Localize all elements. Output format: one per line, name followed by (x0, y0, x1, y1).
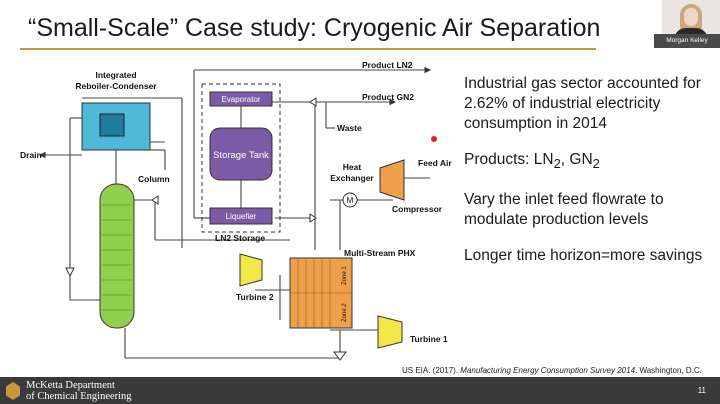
product-ln2-label: Product LN2 (362, 60, 413, 70)
column-label: Column (138, 174, 170, 184)
citation: US EIA. (2017). Manufacturing Energy Con… (402, 366, 702, 375)
page-number: 11 (697, 386, 706, 395)
drain-label: Drain (20, 150, 42, 160)
title-divider (20, 48, 596, 50)
reboiler-inner-block (99, 113, 125, 137)
zone-2-label: Zone 2 (342, 303, 348, 322)
evaporator-label: Evaporator (221, 95, 260, 104)
reboiler-label-2: Reboiler-Condenser (75, 81, 157, 91)
product-gn2-label: Product GN2 (362, 92, 414, 102)
zone-1-label: Zone 1 (342, 266, 348, 285)
bullet-time-horizon: Longer time horizon=more savings (464, 247, 703, 265)
footer-bar (0, 377, 720, 404)
heat-exchanger-label-2: Exchanger (330, 173, 374, 183)
turbine-1-label: Turbine 1 (410, 334, 448, 344)
bullet-feed-flowrate: Vary the inlet feed flowrate to modulate… (464, 191, 664, 229)
valve-liquefier (309, 213, 317, 223)
liquefier-label: Liquefier (226, 212, 257, 221)
turbine-2 (239, 253, 263, 287)
department-line-1: McKetta Department (26, 380, 115, 391)
citation-title: Manufacturing Energy Consumption Survey … (460, 366, 636, 375)
bullet-list: Industrial gas sector accounted for 2.62… (464, 74, 704, 282)
valve-left-loop (65, 267, 75, 278)
laser-pointer (431, 136, 437, 142)
feed-air-label: Feed Air (418, 158, 452, 168)
valve-product (309, 97, 317, 107)
citation-prefix: US EIA. (2017). (402, 366, 461, 375)
department-line-2: of Chemical Engineering (26, 391, 132, 402)
storage-tank-label: Storage Tank (213, 150, 269, 161)
bullet-industrial-gas: Industrial gas sector accounted for 2.62… (464, 75, 701, 132)
multi-stream-phx-label: Multi-Stream PHX (344, 248, 416, 258)
ln2-storage-boundary (201, 83, 281, 233)
slide-title: “Small-Scale” Case study: Cryogenic Air … (28, 14, 601, 42)
ln2-storage-label: LN2 Storage (215, 233, 265, 243)
participant-face (684, 8, 698, 26)
reboiler-label-1: Integrated (95, 70, 136, 80)
heat-exchanger-label-1: Heat (343, 162, 362, 172)
mixer-label: M (347, 196, 354, 205)
compressor (379, 159, 405, 201)
compressor-label: Compressor (392, 204, 443, 214)
department-name: McKetta Department of Chemical Engineeri… (26, 380, 132, 402)
waste-label: Waste (337, 123, 362, 133)
valve-bottom (333, 351, 347, 361)
mixer-symbol (342, 192, 358, 208)
bullet-products: Products: LN2, GN2 (464, 151, 600, 172)
participant-name-tag: Morgan Kelley (654, 34, 720, 48)
citation-suffix: . Washington, D.C. (635, 366, 702, 375)
ut-tower-logo (6, 382, 20, 400)
turbine-2-label: Turbine 2 (236, 292, 274, 302)
valve-column (151, 195, 159, 205)
distillation-column (99, 183, 135, 329)
turbine-1 (377, 315, 403, 349)
